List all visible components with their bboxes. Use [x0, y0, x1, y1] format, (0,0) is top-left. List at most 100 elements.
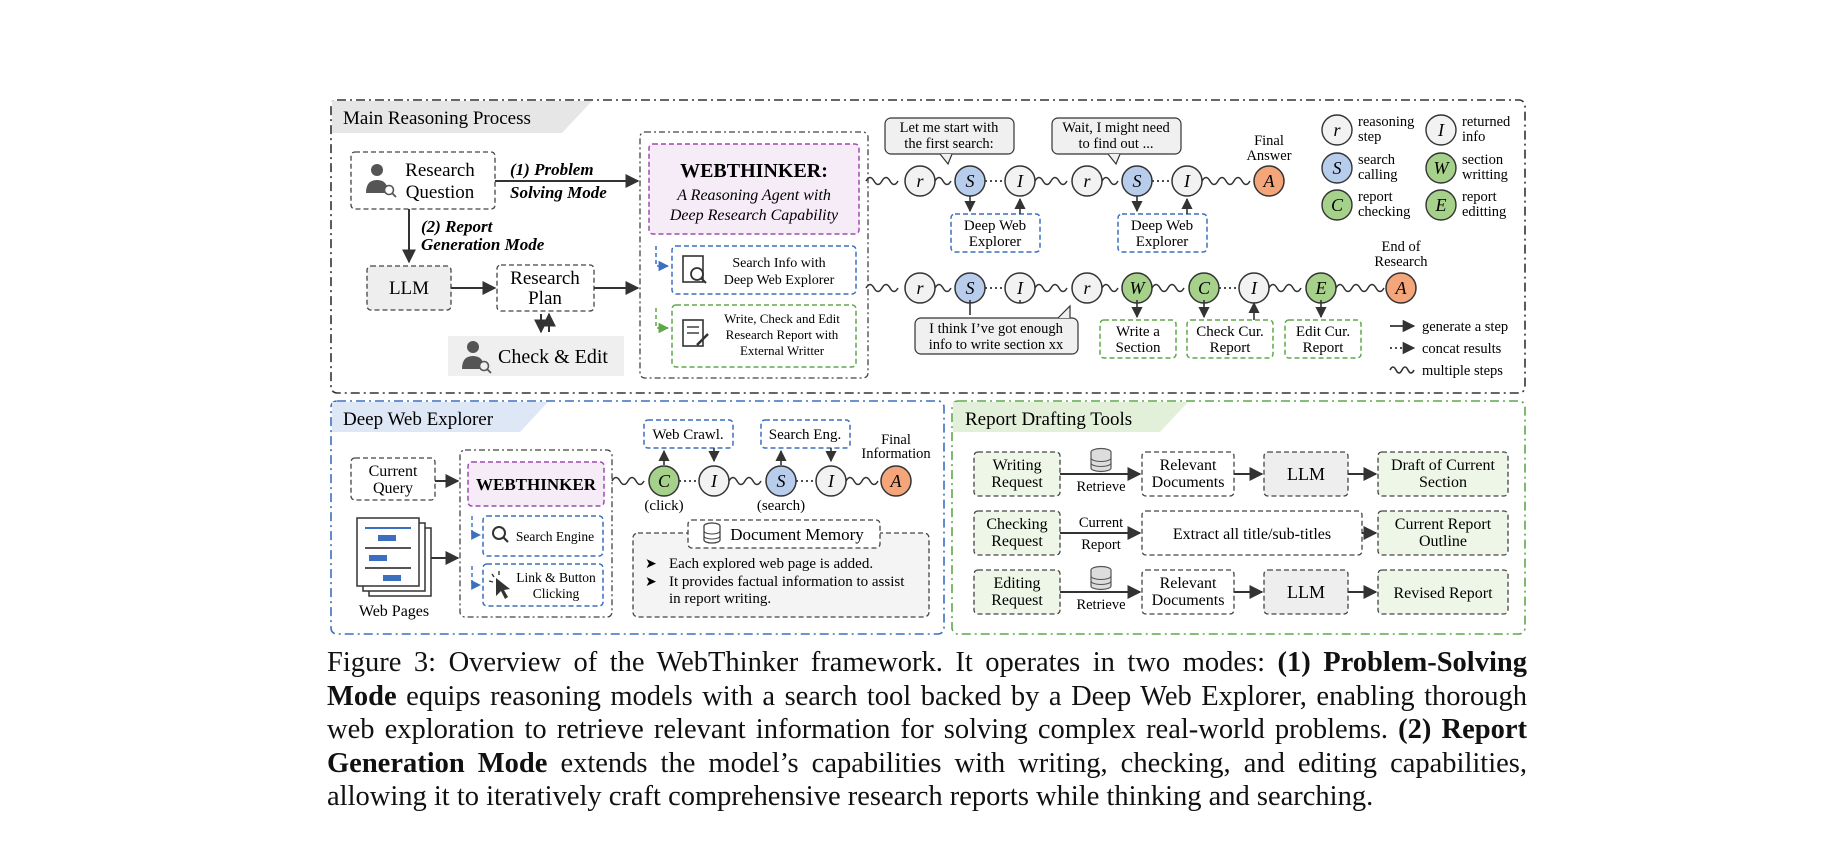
- multi-step-link: [865, 176, 899, 186]
- multi-step-link: [1335, 283, 1385, 293]
- dwe-node-i: I: [815, 465, 847, 497]
- svg-text:I: I: [710, 471, 718, 491]
- relevant-docs-3-line2: Documents: [1152, 592, 1225, 609]
- final-answer-line1: Final: [1254, 133, 1284, 149]
- search-icon: [492, 526, 509, 543]
- webthinker-subtitle2: Deep Research Capability: [669, 207, 839, 224]
- edit-document-icon: [682, 319, 709, 347]
- dwe-panel: Deep Web Explorer: [330, 400, 945, 635]
- extract-titles: Extract all title/sub-titles: [1173, 526, 1331, 543]
- user-search-icon: [366, 164, 397, 198]
- webthinker-title: WEBTHINKER:: [680, 160, 828, 182]
- ps-node-s: S: [1121, 165, 1153, 197]
- web-crawl-label: Web Crawl.: [652, 427, 723, 443]
- dwe-panel-title: Deep Web Explorer: [343, 409, 494, 430]
- edit-report-line1: Edit Cur.: [1296, 324, 1350, 340]
- relevant-docs-1-line2: Documents: [1152, 474, 1225, 491]
- svg-text:I: I: [1437, 120, 1445, 140]
- final-answer-line2: Answer: [1246, 148, 1291, 164]
- svg-text:C: C: [1331, 195, 1344, 215]
- tool-search-line2: Deep Web Explorer: [724, 273, 835, 288]
- rg-node-i: I: [1238, 272, 1270, 304]
- checking-request-line1: Checking: [986, 516, 1047, 533]
- llm-label: LLM: [389, 278, 429, 299]
- svg-text:reasoning: reasoning: [1358, 114, 1414, 130]
- editing-request-line2: Request: [991, 592, 1043, 609]
- database-icon: [703, 522, 721, 544]
- svg-text:I: I: [1183, 171, 1191, 191]
- tool-row-writing: Writing Request Retrieve Relevant Docume…: [973, 447, 1509, 497]
- current-query-line1: Current: [369, 463, 418, 480]
- report-mode-line1: (2) Report: [421, 217, 494, 236]
- problem-mode-line1: (1) Problem: [510, 160, 594, 179]
- svg-text:I: I: [1016, 278, 1024, 298]
- llm-box: LLM: [366, 265, 452, 311]
- caption-text-3: extends the model’s capabilities with wr…: [327, 747, 1527, 813]
- final-info-line2: Information: [861, 446, 931, 462]
- ps-node-s: S: [954, 165, 986, 197]
- multi-step-link: [1101, 283, 1119, 293]
- report-mode-line2: Generation Mode: [421, 235, 545, 254]
- tool-row-editing: Editing Request Retrieve Relevant Docume…: [973, 565, 1509, 615]
- edit-report-box: Edit Cur. Report: [1284, 319, 1362, 359]
- memory-bullet-1: Each explored web page is added.: [669, 556, 873, 572]
- multi-step-link: [1151, 283, 1185, 293]
- database-icon: [1090, 447, 1112, 473]
- checking-request-line2: Request: [991, 533, 1043, 550]
- check-edit-box: Check & Edit: [448, 336, 624, 376]
- dwe-box-2: Deep Web Explorer: [1117, 213, 1208, 253]
- rg-node-e: E: [1305, 272, 1337, 304]
- search-eng-label: Search Eng.: [769, 427, 841, 443]
- svg-text:r: r: [916, 278, 924, 298]
- bubble1-line1: Let me start with: [900, 120, 999, 136]
- relevant-docs-3-line1: Relevant: [1160, 575, 1217, 592]
- rg-node-s: S: [954, 272, 986, 304]
- svg-text:r: r: [1333, 120, 1341, 140]
- write-section-line1: Write a: [1116, 324, 1160, 340]
- writing-request-line1: Writing: [992, 457, 1041, 474]
- svg-text:report: report: [1358, 189, 1393, 205]
- svg-text:S: S: [966, 171, 975, 191]
- database-icon: [1090, 565, 1112, 591]
- framework-figure: Main Reasoning Process Deep Web Explorer…: [330, 99, 1526, 635]
- rg-node-i: I: [1004, 272, 1036, 304]
- user-search-icon: [462, 341, 492, 374]
- editing-request-line1: Editing: [993, 575, 1040, 592]
- end-research-line2: Research: [1374, 254, 1428, 270]
- rg-node-r: r: [904, 272, 936, 304]
- web-crawl-box: Web Crawl.: [643, 419, 734, 449]
- rg-node-w: W: [1121, 272, 1153, 304]
- edit-report-line2: Report: [1303, 340, 1345, 356]
- main-panel: Main Reasoning Process: [330, 99, 1526, 394]
- figure-caption: Figure 3: Overview of the WebThinker fra…: [327, 646, 1527, 814]
- tools-panel: Report Drafting Tools: [951, 400, 1526, 635]
- caption-bold-2: (2) Report Generation Mode: [327, 714, 1527, 779]
- link-click-line1: Link & Button: [516, 570, 596, 585]
- multi-step-link: [611, 476, 645, 486]
- click-label: (click): [644, 498, 683, 514]
- svg-text:W: W: [1434, 158, 1451, 178]
- dwe-node-c: C: [648, 465, 680, 497]
- caption-text-2: equips reasoning models with a search to…: [327, 680, 1527, 746]
- memory-bullet-2: It provides factual information to assis…: [669, 574, 905, 590]
- llm-tool-3: LLM: [1287, 582, 1325, 602]
- svg-text:I: I: [827, 471, 835, 491]
- multi-step-link: [845, 476, 879, 486]
- dwe-box-1: Deep Web Explorer: [950, 213, 1041, 253]
- relevant-docs-1-line1: Relevant: [1160, 457, 1217, 474]
- svg-text:E: E: [1435, 195, 1447, 215]
- end-research-line1: End of: [1381, 239, 1420, 255]
- bubble1-line2: the first search:: [904, 136, 993, 152]
- research-question-box: Research Question: [350, 151, 496, 210]
- cursor-click-icon: [488, 571, 510, 599]
- svg-text:editting: editting: [1462, 204, 1506, 220]
- search-eng-box: Search Eng.: [760, 419, 851, 449]
- bubble-find-out: Wait, I might need to find out ...: [1051, 117, 1182, 166]
- search-engine-label: Search Engine: [516, 529, 594, 544]
- ps-node-r: r: [1071, 165, 1103, 197]
- draft-output-line1: Draft of Current: [1391, 457, 1496, 474]
